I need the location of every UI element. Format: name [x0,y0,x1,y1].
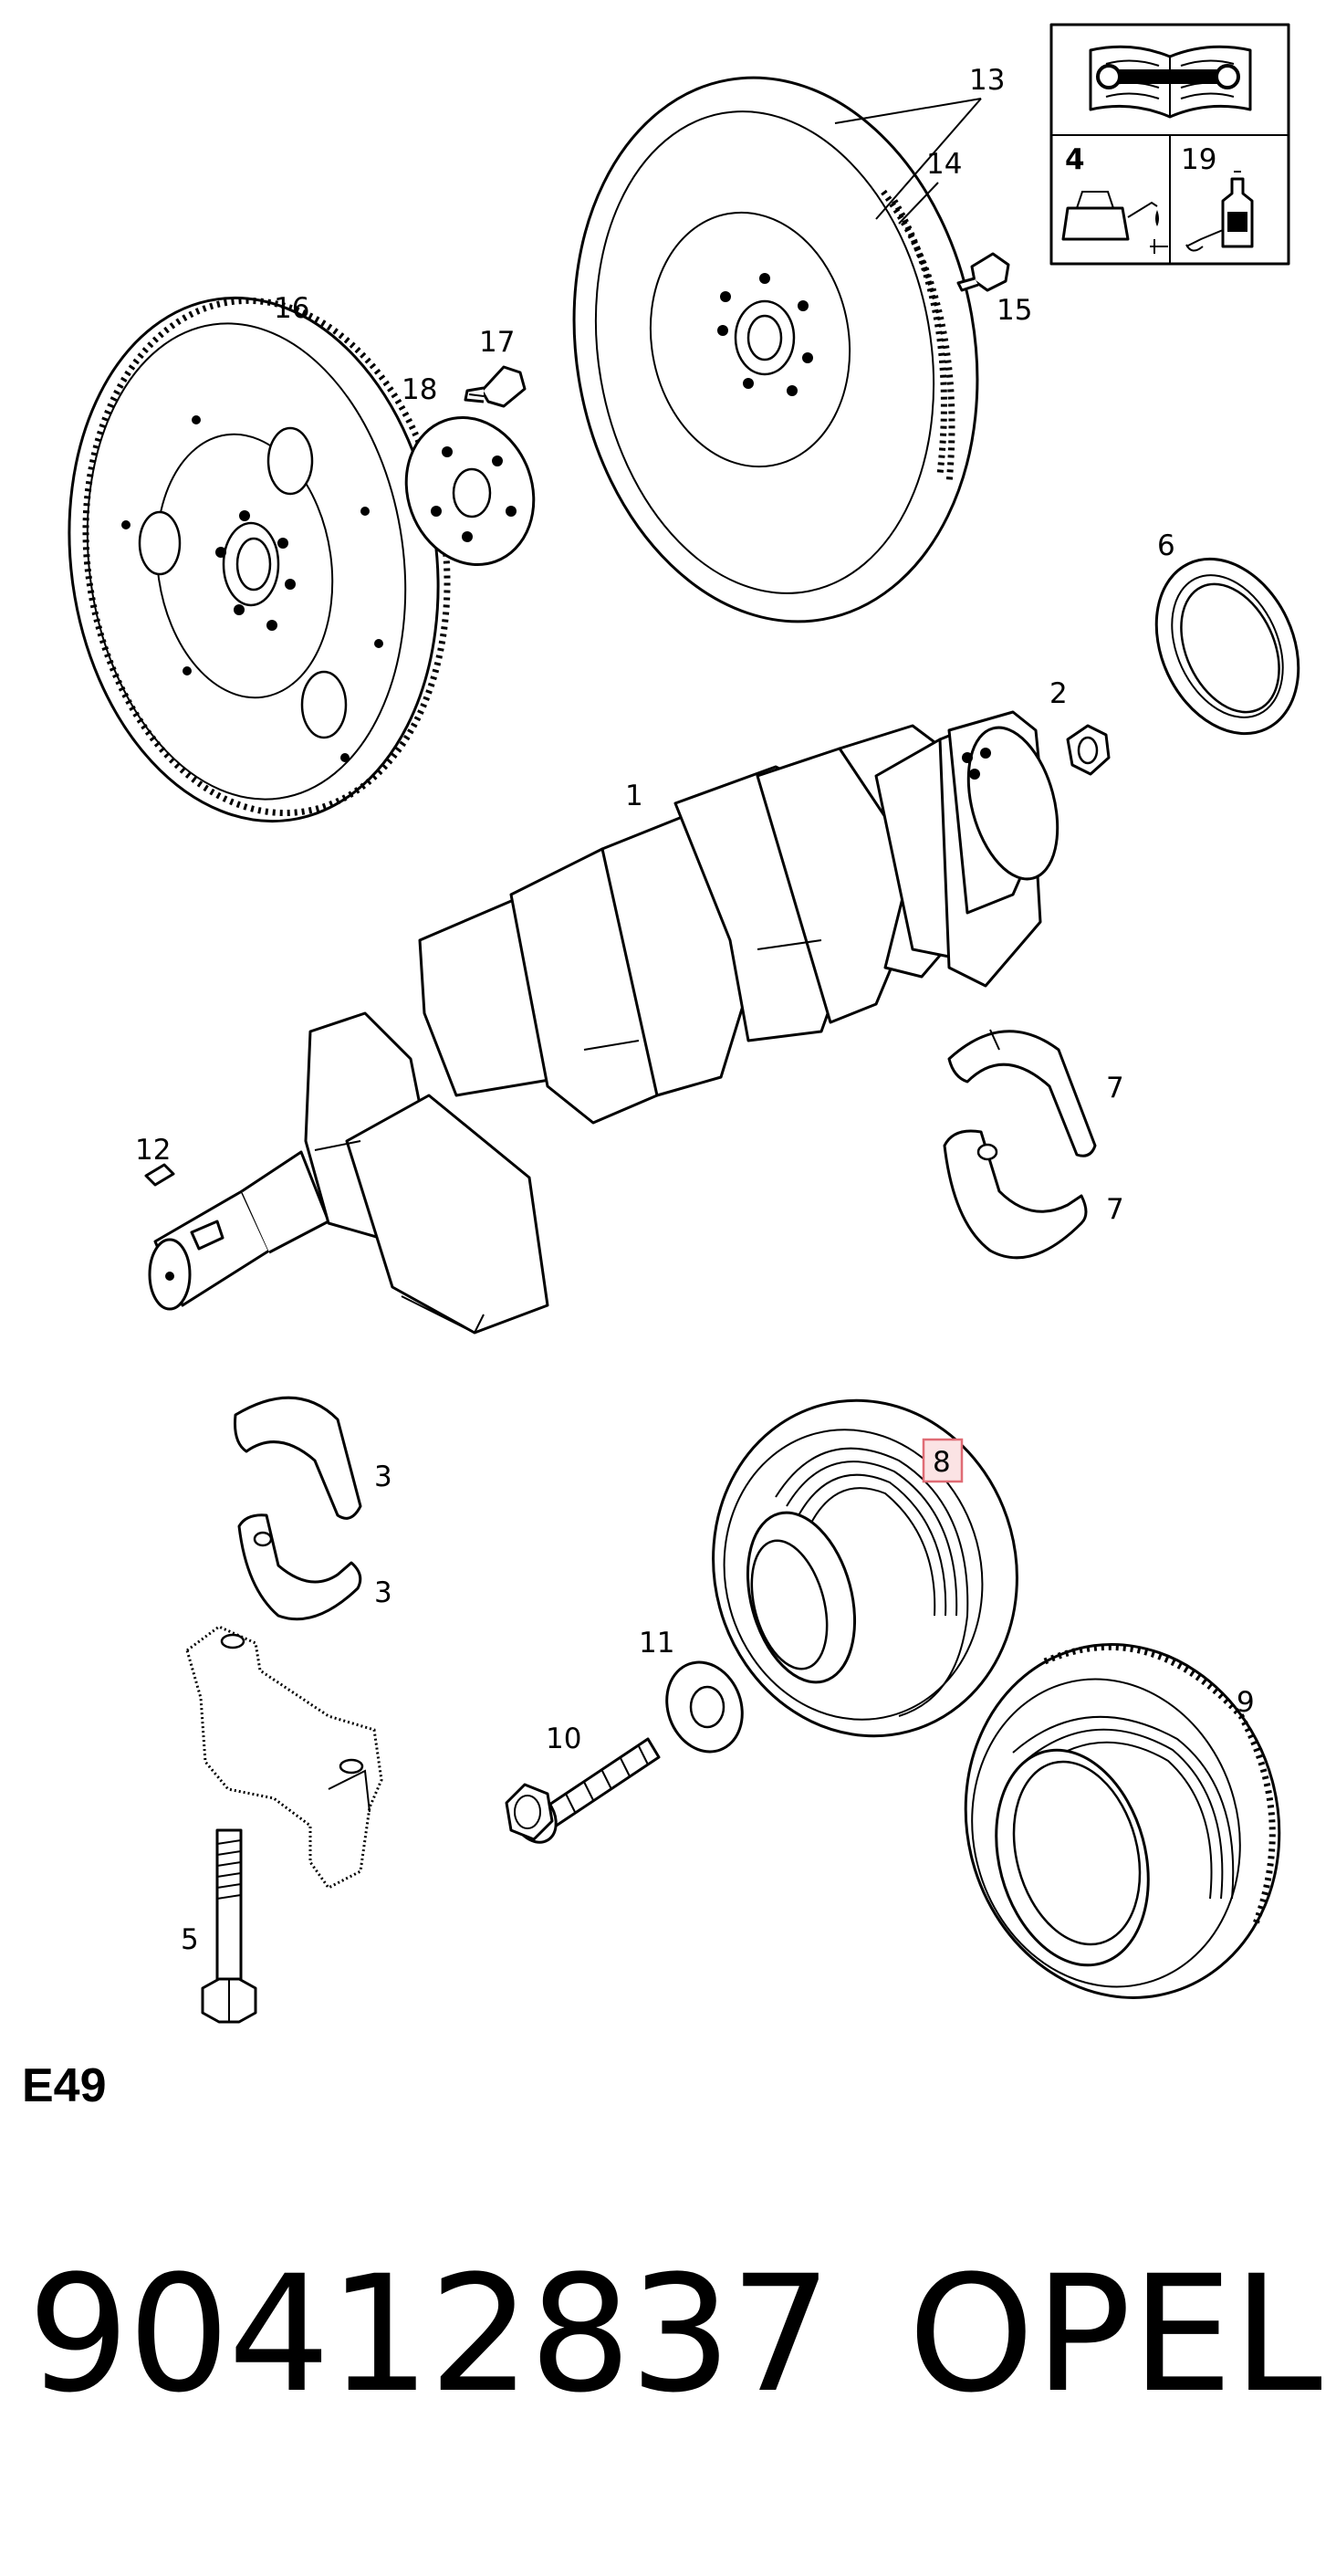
part-13-flywheel [572,76,979,623]
callout-7a: 7 [1106,1072,1124,1105]
callout-18: 18 [402,373,437,406]
part-5-bolt [201,1828,257,2024]
part-11-washer [665,1660,744,1754]
part-14-ring-gear-teeth [881,189,955,485]
part-2-bush [1066,724,1111,776]
callout-8-highlight [922,1438,964,1483]
callout-11: 11 [639,1627,674,1660]
callout-12: 12 [135,1134,171,1167]
part-17-bolt [464,365,527,408]
part-9-vibration-damper [964,1643,1281,1999]
callout-10: 10 [546,1723,581,1755]
section-code: E49 [22,2059,107,2112]
part-10-bolt [505,1737,661,1844]
part-7-bearing-shell-upper [947,1029,1097,1157]
callout-16: 16 [274,292,309,325]
callout-1: 1 [625,780,643,812]
part-16-flywheel [68,296,451,823]
callout-13: 13 [969,64,1005,97]
callout-6: 6 [1157,529,1175,562]
part-number: 90412837 [27,2241,832,2428]
main-bearing-cap [185,1625,383,1890]
part-18-plate [404,416,536,566]
callout-3a: 3 [374,1461,392,1493]
part-7-bearing-shell-lower [943,1129,1088,1260]
workshop-manual-icon [1089,45,1252,119]
callout-14: 14 [926,148,962,181]
part-1-crankshaft [148,710,1059,1335]
part-15-bolt [956,252,1010,292]
info-box: 4 19 [1049,23,1290,266]
callout-17: 17 [479,326,515,359]
callout-3b: 3 [374,1576,392,1609]
callout-15: 15 [997,294,1032,327]
callout-2: 2 [1049,677,1068,710]
part-3-bearing-shell-upper [234,1396,362,1520]
part-3-bearing-shell-lower [237,1513,362,1621]
oil-can-icon [1061,191,1168,254]
callout-7b: 7 [1106,1193,1124,1226]
brand-name: OPEL [908,2241,1322,2428]
sealant-tube-icon [1185,171,1254,252]
part-6-seal-ring [1154,557,1300,736]
callout-9: 9 [1237,1686,1255,1719]
callout-5: 5 [181,1923,199,1956]
callout-8: 8 [933,1446,951,1479]
info-item-4-label: 4 [1065,143,1085,176]
part-8-pulley [712,1398,1018,1738]
info-item-19-label: 19 [1181,143,1216,176]
part-12-key [144,1163,175,1187]
